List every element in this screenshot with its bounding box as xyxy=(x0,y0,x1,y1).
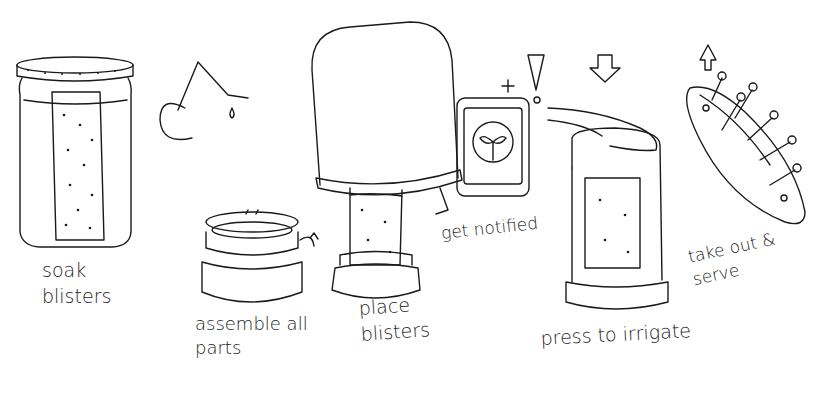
step-label: assemble all parts xyxy=(195,312,310,361)
dome-and-base xyxy=(312,22,462,298)
step-label: press to irrigate xyxy=(540,318,701,352)
step-label: take out & serve xyxy=(686,223,803,291)
step-label: soak blisters xyxy=(42,258,132,309)
soaking-jar xyxy=(17,57,133,247)
sprout-plate xyxy=(687,45,805,224)
phone-icon xyxy=(457,55,544,196)
base-container xyxy=(202,210,318,302)
step-label: place blisters xyxy=(358,288,471,347)
step-label: get notified xyxy=(440,209,562,244)
press-device xyxy=(548,55,668,309)
pouring-spout xyxy=(160,62,248,140)
